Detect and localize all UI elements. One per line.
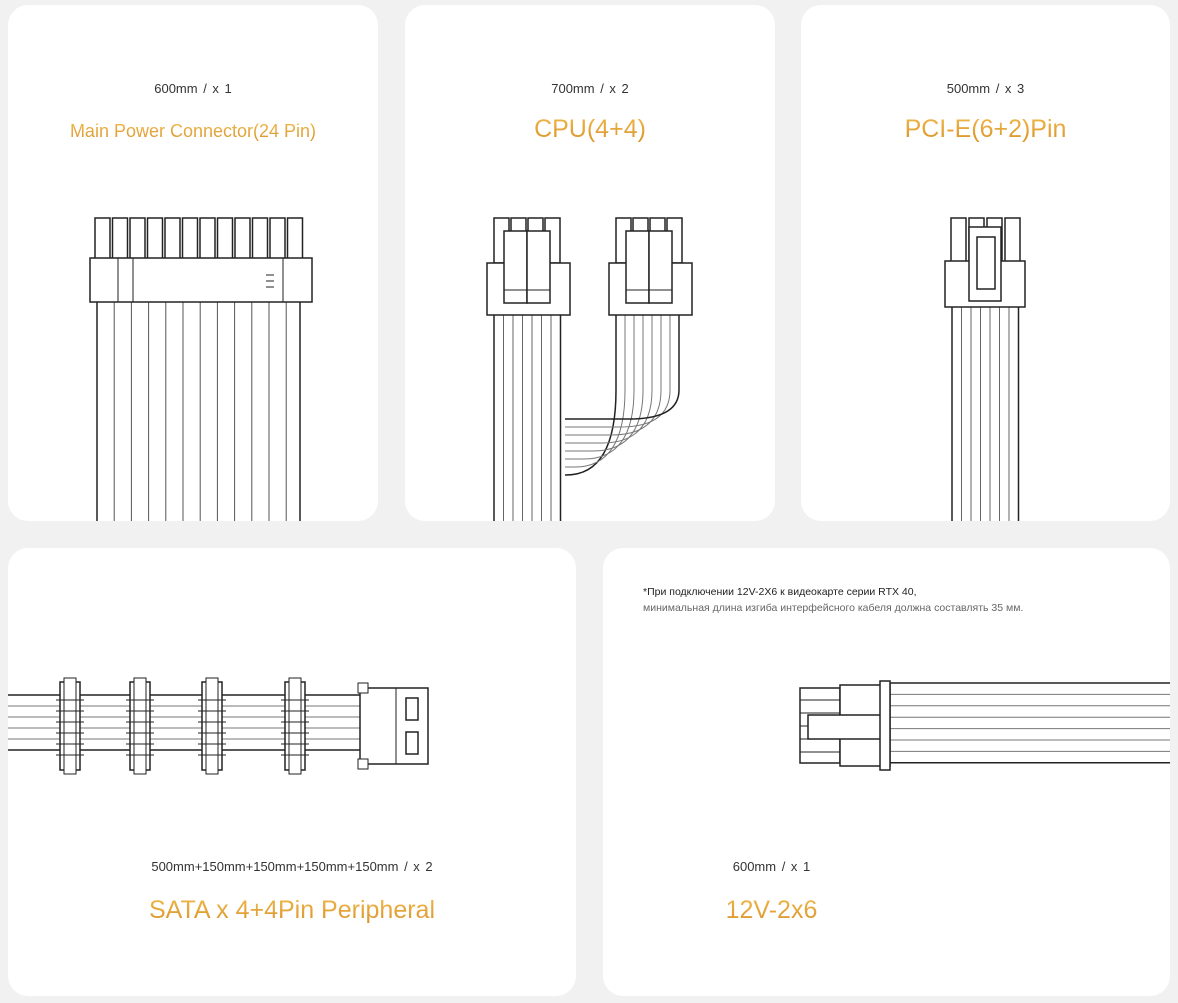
pin <box>94 217 111 261</box>
card-sata-peripheral: 500mm+150mm+150mm+150mm+150mm / x 2 SATA… <box>8 548 576 996</box>
latch-inner <box>976 236 996 290</box>
pin <box>216 217 234 261</box>
pin-slot <box>405 731 419 755</box>
bent-wire <box>565 315 644 452</box>
cable-title: 12V-2x6 <box>603 896 1170 925</box>
pin <box>164 217 181 261</box>
bent-wire <box>565 315 635 460</box>
12v-2x6-connector-illustration <box>799 680 1170 771</box>
card-12v-2x6: *При подключении 12V-2X6 к видеокарте се… <box>603 548 1170 996</box>
latch <box>503 230 528 304</box>
sata-connector-clip <box>63 677 77 775</box>
sata-connector-clip <box>288 677 302 775</box>
latch <box>526 230 551 304</box>
sata-connector-clip <box>133 677 147 775</box>
pin <box>111 217 129 261</box>
cable-title: Main Power Connector(24 Pin) <box>8 121 378 142</box>
cable-title: PCI-E(6+2)Pin <box>801 115 1170 144</box>
bent-wire <box>565 315 671 428</box>
bent-wire <box>565 315 680 420</box>
latch <box>625 230 650 304</box>
cable-spec: 600mm / x 1 <box>732 859 811 874</box>
bent-wire <box>565 315 662 436</box>
pin <box>950 217 967 264</box>
cable-title: CPU(4+4) <box>405 115 775 144</box>
clip <box>357 682 369 694</box>
card-pcie-connector: 500mm / x 3 PCI-E(6+2)Pin <box>801 5 1170 521</box>
card-cpu-connector: 700mm / x 2 CPU(4+4) <box>405 5 775 521</box>
sata-connector-clip <box>205 677 219 775</box>
note-line-2: минимальная длина изгиба интерфейсного к… <box>643 602 1024 614</box>
pin-slot <box>405 697 419 721</box>
card-main-power-connector: 600mm / x 1 Main Power Connector(24 Pin) <box>8 5 378 521</box>
pin <box>269 217 286 261</box>
pin <box>199 217 216 261</box>
24-pin-connector-illustration <box>89 217 313 521</box>
latch <box>648 230 673 304</box>
bent-wire <box>565 315 653 444</box>
pcie-connector-illustration <box>944 217 1026 521</box>
pin <box>251 217 269 261</box>
clip <box>357 758 369 770</box>
pin <box>234 217 251 261</box>
pin <box>146 217 164 261</box>
bend-radius-note: *При подключении 12V-2X6 к видеокарте се… <box>643 584 1023 616</box>
bent-wire <box>565 315 617 476</box>
pin <box>129 217 146 261</box>
cable-title: SATA x 4+4Pin Peripheral <box>8 896 576 925</box>
pin <box>1004 217 1021 264</box>
cpu-connector-illustration <box>486 217 693 521</box>
connector-housing <box>89 257 313 303</box>
cable-spec: 600mm / x 1 <box>154 81 232 96</box>
sata-connector-illustration <box>8 677 429 775</box>
latch <box>807 714 886 740</box>
cable-spec: 700mm / x 2 <box>551 81 629 96</box>
cable-spec: 500mm / x 3 <box>946 81 1025 96</box>
cable-spec: 500mm+150mm+150mm+150mm+150mm / x 2 <box>151 859 433 874</box>
note-line-1: *При подключении 12V-2X6 к видеокарте се… <box>643 586 917 598</box>
pin <box>286 217 304 261</box>
connector-flange <box>879 680 891 771</box>
pin <box>181 217 199 261</box>
